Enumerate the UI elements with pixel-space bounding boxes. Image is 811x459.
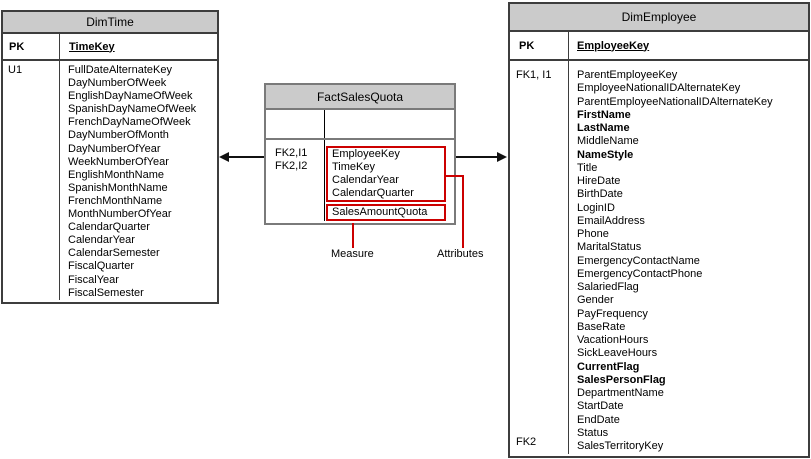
field-salesterritorykey: SalesTerritoryKey — [577, 440, 664, 452]
factsalesquota-pk-row-empty — [266, 110, 454, 140]
field-maritalstatus: MaritalStatus — [577, 241, 642, 254]
field-startdate: StartDate — [577, 400, 624, 413]
field-loginid: LoginID — [577, 201, 615, 214]
field-vacationhours: VacationHours — [577, 334, 649, 346]
field-weeknumberofyear: WeekNumberOfYear — [68, 155, 169, 168]
field-fiscalsemester: FiscalSemester — [68, 286, 144, 299]
field-calendarquarter: CalendarQuarter — [68, 221, 150, 234]
dimemployee-table: DimEmployee PK EmployeeKey FK1, I1 FK2 P… — [508, 2, 810, 458]
attributes-label: Attributes — [437, 248, 484, 260]
field-sickleavehours: SickLeaveHours — [577, 347, 658, 360]
field-emailaddress: EmailAddress — [577, 214, 645, 227]
field-calendarquarter: CalendarQuarter — [332, 187, 414, 199]
field-status: Status — [577, 426, 609, 439]
field-frenchmonthname: FrenchMonthName — [68, 194, 163, 207]
field-gender: Gender — [577, 294, 614, 307]
field-fk2,i1: FK2,I1 — [275, 147, 308, 159]
field-fiscalyear: FiscalYear — [68, 273, 119, 286]
factsalesquota-title: FactSalesQuota — [266, 85, 454, 110]
field-daynumberofweek: DayNumberOfWeek — [68, 77, 167, 90]
dimtime-pk-field: TimeKey — [69, 40, 115, 53]
field-calendaryear: CalendarYear — [332, 174, 399, 186]
field-baserate: BaseRate — [577, 320, 626, 333]
arrow-right-icon — [497, 152, 507, 162]
dimemployee-key-labels: FK1, I1 FK2 — [510, 61, 569, 454]
field-employeekey: EmployeeKey — [332, 148, 400, 160]
field-emergencycontactphone: EmergencyContactPhone — [577, 267, 703, 280]
field-namestyle: NameStyle — [577, 148, 634, 161]
field-firstname: FirstName — [577, 108, 631, 121]
field-phone: Phone — [577, 228, 609, 240]
dimemployee-title: DimEmployee — [510, 4, 808, 32]
dimemployee-key-label-bottom: FK2 — [516, 436, 537, 448]
field-fulldatealternatekey: FullDateAlternateKey — [68, 64, 172, 76]
dimtime-pk-row: PK TimeKey — [3, 34, 217, 61]
field-parentemployeekey: ParentEmployeeKey — [577, 69, 678, 81]
field-calendaryear: CalendarYear — [68, 234, 135, 247]
field-daynumberofmonth: DayNumberOfMonth — [68, 129, 169, 142]
attributes-callout-line-vertical — [462, 175, 464, 248]
dimemployee-pk-row: PK EmployeeKey — [510, 32, 808, 61]
field-monthnumberofyear: MonthNumberOfYear — [68, 208, 172, 221]
dimemployee-pk-label: PK — [510, 32, 569, 59]
field-englishmonthname: EnglishMonthName — [68, 168, 164, 181]
field-hiredate: HireDate — [577, 175, 621, 187]
measure-label: Measure — [331, 248, 374, 260]
field-salespersonflag: SalesPersonFlag — [577, 373, 666, 386]
field-currentflag: CurrentFlag — [577, 360, 640, 373]
field-englishdaynameofweek: EnglishDayNameOfWeek — [68, 90, 193, 103]
dimtime-title: DimTime — [3, 12, 217, 34]
relationship-line-right — [456, 156, 498, 158]
dimtime-table: DimTime PK TimeKey U1 FullDateAlternateK… — [1, 10, 219, 304]
field-payfrequency: PayFrequency — [577, 307, 648, 320]
field-calendarsemester: CalendarSemester — [68, 247, 160, 260]
relationship-line-left — [228, 156, 264, 158]
field-departmentname: DepartmentName — [577, 387, 664, 399]
factsalesquota-pk-key-cell-empty — [266, 110, 325, 138]
field-birthdate: BirthDate — [577, 188, 623, 201]
field-frenchdaynameofweek: FrenchDayNameOfWeek — [68, 116, 191, 129]
field-fk2,i2: FK2,I2 — [275, 160, 308, 172]
field-daynumberofyear: DayNumberOfYear — [68, 142, 161, 155]
measure-callout-box: SalesAmountQuota — [326, 204, 446, 221]
field-lastname: LastName — [577, 122, 630, 134]
attributes-callout-line-horizontal — [444, 175, 464, 177]
dimemployee-key-label-top: FK1, I1 — [516, 69, 552, 81]
field-emergencycontactname: EmergencyContactName — [577, 254, 700, 267]
dimtime-key-label: U1 — [3, 61, 60, 300]
measure-callout-line — [352, 223, 354, 248]
field-salesamountquota: SalesAmountQuota — [332, 206, 428, 218]
field-middlename: MiddleName — [577, 135, 639, 148]
factsalesquota-pk-field-cell-empty — [325, 110, 454, 138]
dimemployee-pk-field: EmployeeKey — [577, 39, 650, 52]
field-enddate: EndDate — [577, 413, 620, 426]
arrow-left-icon — [219, 152, 229, 162]
field-timekey: TimeKey — [332, 161, 375, 173]
field-fiscalquarter: FiscalQuarter — [68, 260, 135, 273]
field-employeenationalidalternatekey: EmployeeNationalIDAlternateKey — [577, 82, 741, 95]
field-title: Title — [577, 161, 598, 174]
field-parentemployeenationalidalternatekey: ParentEmployeeNationalIDAlternateKey — [577, 95, 773, 108]
field-salariedflag: SalariedFlag — [577, 281, 639, 293]
dimtime-pk-label: PK — [3, 34, 60, 59]
field-spanishmonthname: SpanishMonthName — [68, 181, 168, 194]
field-spanishdaynameofweek: SpanishDayNameOfWeek — [68, 103, 197, 116]
